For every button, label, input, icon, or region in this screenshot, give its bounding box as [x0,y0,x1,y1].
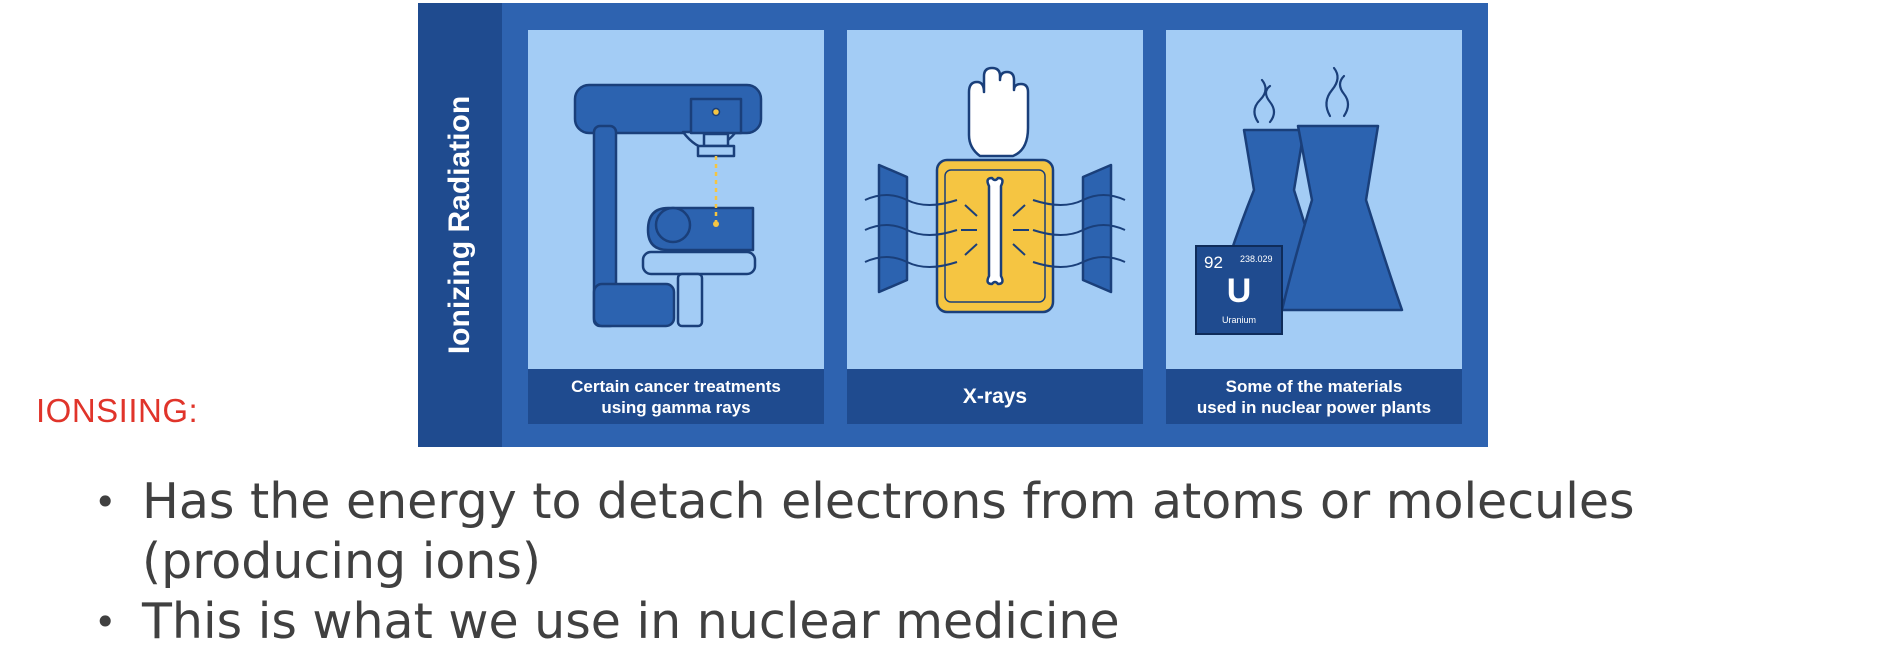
xray-hand-bone-icon [864,66,1126,314]
panel-xrays: X-rays [847,30,1143,424]
caption-line: X-rays [962,385,1028,408]
caption-line: Certain cancer treatments [571,376,781,396]
panel-nuclear-power: 92 238.029 U Uranium Some of the materia… [1166,30,1462,424]
banner-strip [418,3,502,447]
element-number: 92 [1204,253,1223,272]
caption-line: used in nuclear power plants [1196,397,1432,417]
bullet-item: This is what we use in nuclear medicine [94,592,1884,652]
caption-line: using gamma rays [601,397,751,417]
ionizing-radiation-banner: Ionizing Radiation [418,3,1488,447]
bullet-list: Has the energy to detach electrons from … [94,472,1884,652]
panel-cancer-treatment: Certain cancer treatments using gamma ra… [528,30,824,424]
panel-caption: X-rays [847,369,1143,424]
caption-line: Some of the materials [1225,376,1403,396]
element-name: Uranium [1222,315,1256,325]
radiotherapy-machine-icon [573,83,763,328]
section-label: IONSIING: [36,392,199,429]
cooling-towers-uranium-icon: 92 238.029 U Uranium [1195,66,1404,335]
element-mass: 238.029 [1240,254,1273,264]
banner-title: Ionizing Radiation [443,95,476,355]
panel-caption: Some of the materials used in nuclear po… [1166,369,1462,424]
panel-caption: Certain cancer treatments using gamma ra… [528,369,824,424]
uranium-tile [1195,245,1283,335]
bullet-item: Has the energy to detach electrons from … [94,472,1884,592]
element-symbol: U [1227,272,1252,310]
